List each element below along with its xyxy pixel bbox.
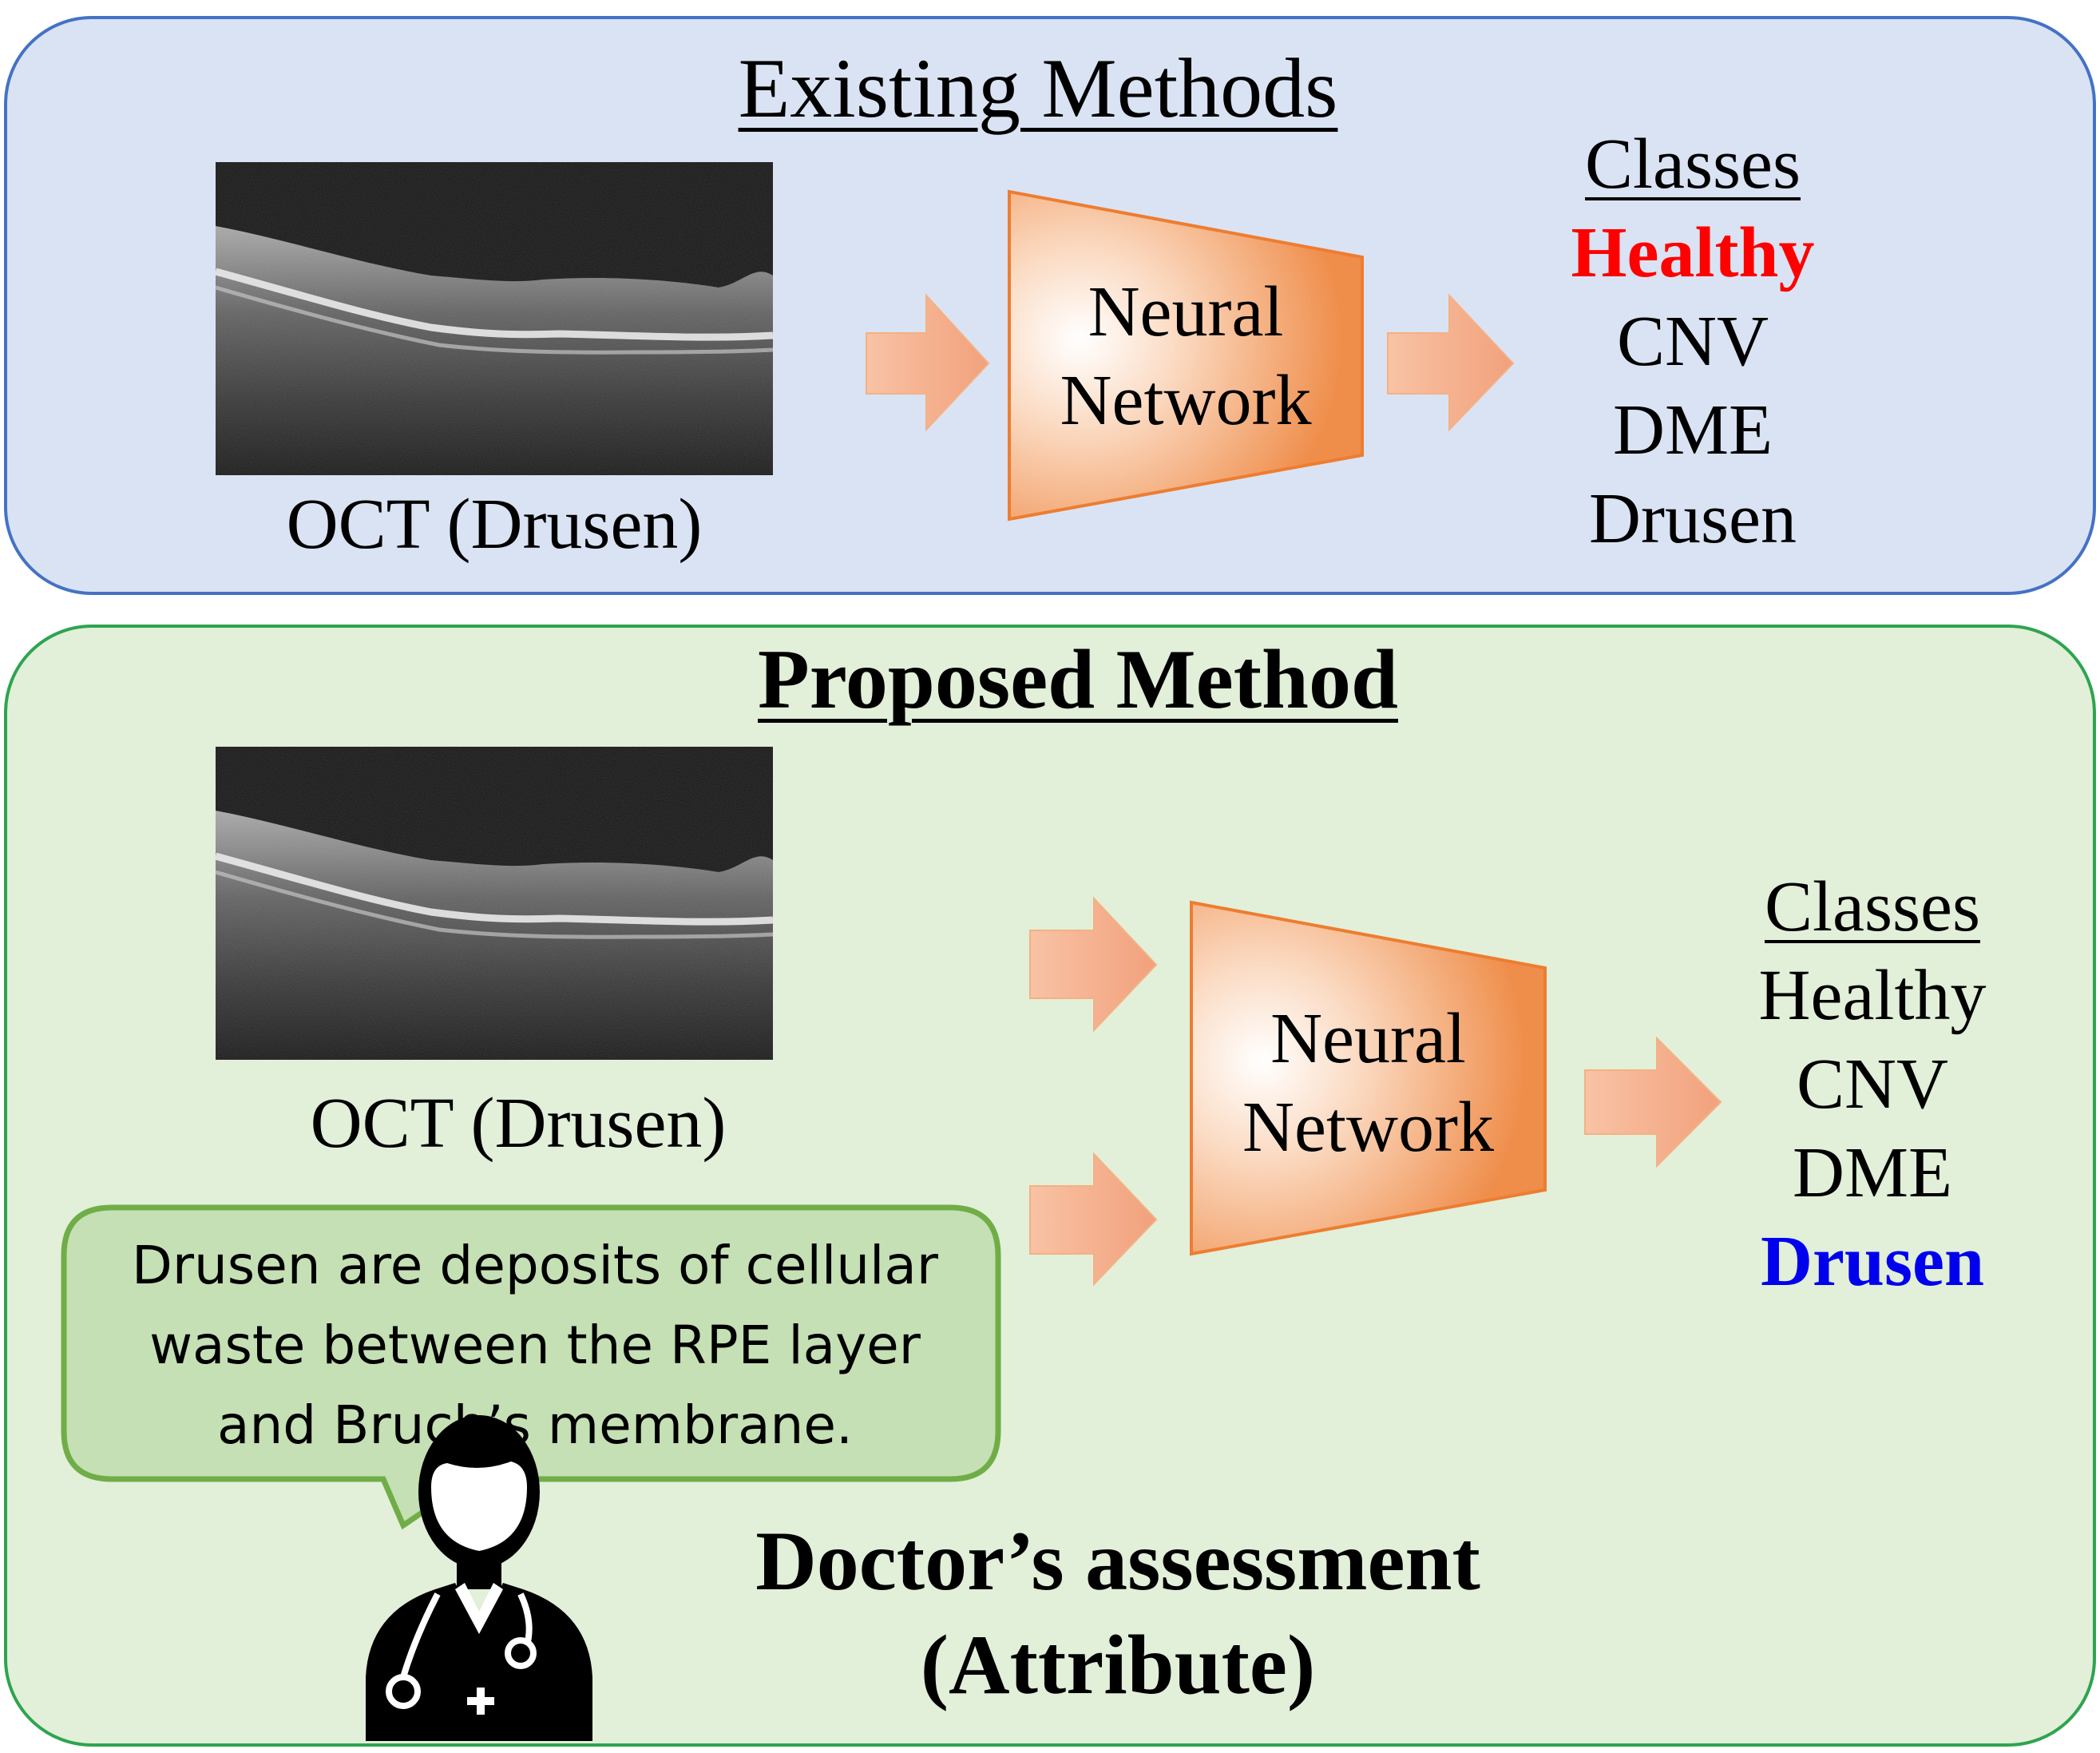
arrow-right-icon bbox=[1029, 896, 1158, 1033]
neural-network-block-existing bbox=[1008, 189, 1364, 522]
class-item-drusen: Drusen bbox=[1760, 1222, 1985, 1301]
existing-methods-title: Existing Methods bbox=[738, 42, 1338, 135]
oct-caption-proposed: OCT (Drusen) bbox=[310, 1084, 727, 1163]
class-item-cnv: CNV bbox=[1796, 1045, 1949, 1124]
doctor-label-line2: (Attribute) bbox=[920, 1618, 1316, 1711]
class-item-healthy: Healthy bbox=[1758, 956, 1987, 1035]
proposed-method-title: Proposed Method bbox=[758, 633, 1398, 726]
classes-header: Classes bbox=[1585, 125, 1801, 204]
neural-network-label-proposed: Neural Network bbox=[1191, 994, 1545, 1172]
neural-network-block-proposed bbox=[1190, 900, 1547, 1256]
classes-list-proposed: Classes Healthy CNV DME Drusen bbox=[1713, 863, 2032, 1306]
bubble-line: waste between the RPE layer bbox=[149, 1315, 921, 1376]
neural-network-label-existing: Neural Network bbox=[1009, 268, 1362, 445]
network-label-line2: Network bbox=[1242, 1088, 1494, 1167]
doctor-label-line1: Doctor’s assessment bbox=[755, 1514, 1480, 1608]
bubble-line: Drusen are deposits of cellular bbox=[132, 1235, 938, 1296]
arrow-right-icon bbox=[1387, 293, 1515, 432]
classes-header: Classes bbox=[1765, 867, 1980, 946]
arrow-right-icon bbox=[866, 293, 990, 432]
arrow-right-icon bbox=[1029, 1152, 1158, 1287]
network-label-line1: Neural bbox=[1270, 999, 1466, 1078]
classes-list-existing: Classes Healthy CNV DME Drusen bbox=[1533, 120, 1852, 563]
oct-image-proposed bbox=[214, 747, 774, 1060]
doctor-icon bbox=[366, 1415, 592, 1741]
arrow-right-icon bbox=[1584, 1036, 1722, 1168]
class-item-dme: DME bbox=[1613, 391, 1773, 470]
class-item-healthy: Healthy bbox=[1571, 213, 1815, 292]
class-item-drusen: Drusen bbox=[1589, 479, 1797, 558]
network-label-line1: Neural bbox=[1088, 272, 1284, 351]
network-label-line2: Network bbox=[1060, 361, 1312, 440]
oct-image-existing bbox=[214, 162, 774, 475]
class-item-cnv: CNV bbox=[1616, 302, 1769, 381]
oct-caption-existing: OCT (Drusen) bbox=[286, 485, 703, 564]
bubble-line: and Bruch’s membrane. bbox=[217, 1394, 853, 1456]
attribute-bubble-text: Drusen are deposits of cellular waste be… bbox=[80, 1226, 990, 1465]
doctor-assessment-label: Doctor’s assessment (Attribute) bbox=[679, 1509, 1557, 1717]
class-item-dme: DME bbox=[1793, 1133, 1952, 1212]
